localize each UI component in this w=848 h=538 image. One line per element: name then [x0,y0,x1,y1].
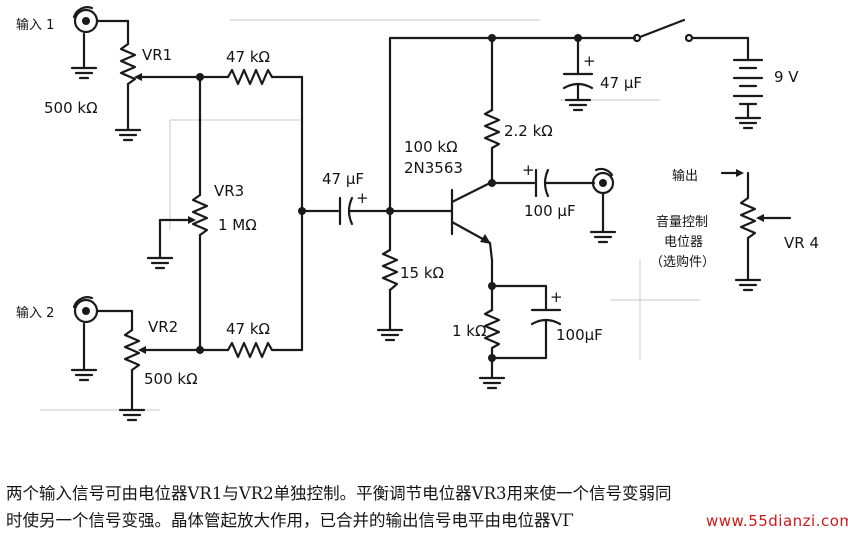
vr2-potentiometer [118,309,202,422]
label-vr1-value: 500 kΩ [44,99,98,117]
input-2-jack [70,296,134,382]
label-output: 输出 [672,168,698,184]
caption-line-1: 两个输入信号可由电位器VR1与VR2单独控制。平衡调节电位器VR3用来使一个信号… [6,484,672,503]
label-r-bottom: 47 kΩ [226,320,270,338]
input-1-jack [70,6,130,80]
label-input-1: 输入 1 [16,17,54,33]
label-c-emitter: 100μF [556,326,603,344]
resistor-47k-bottom [198,341,304,359]
label-r-emitter: 1 kΩ [452,322,486,340]
label-c-in: 47 μF [322,170,364,188]
vr1-potentiometer [114,19,202,142]
supply-rail [388,18,750,62]
output-jack [589,167,617,244]
resistor-collector [483,36,501,187]
label-vr3: VR3 [214,182,244,200]
label-c-supply: 47 μF [600,74,642,92]
label-volume-3: （选购件） [650,254,715,270]
capacitor-supply [562,36,594,112]
label-r-bias-bottom: 15 kΩ [400,264,444,282]
label-battery: 9 V [774,68,799,86]
label-vr2-value: 500 kΩ [144,370,198,388]
label-volume-1: 音量控制 [656,214,708,230]
vr4-potentiometer [720,169,792,292]
label-c-in-plus: + [356,189,369,207]
label-vr1: VR1 [142,46,172,64]
battery-9v [732,58,764,130]
label-r-collector: 2.2 kΩ [504,122,553,140]
labels: 输入 1 VR1 500 kΩ 47 kΩ VR3 1 MΩ 输入 2 VR2 … [16,17,819,388]
label-r-bias-top: 100 kΩ [404,138,458,156]
label-transistor: 2N3563 [404,159,463,177]
label-vr3-value: 1 MΩ [218,216,257,234]
label-volume-2: 电位器 [664,235,703,250]
label-r-top: 47 kΩ [226,48,270,66]
vr3-potentiometer [146,73,209,354]
resistor-47k-top [198,68,304,352]
label-c-out: 100 μF [524,202,576,220]
emitter-network [478,258,562,390]
caption-line-2: 时使另一个信号变强。晶体管起放大作用，已合并的输出信号电平由电位器VΓ [6,511,574,530]
figure-caption: 两个输入信号可由电位器VR1与VR2单独控制。平衡调节电位器VR3用来使一个信号… [6,480,846,534]
label-c-out-plus: + [522,161,535,179]
label-vr4: VR 4 [784,234,819,252]
transistor-2n3563 [388,181,494,262]
capacitor-input [300,196,392,226]
label-c-emitter-plus: + [550,288,563,306]
watermark: www.55dianzi.com [706,512,848,530]
bias-network [376,36,404,342]
label-c-supply-plus: + [583,52,596,70]
label-input-2: 输入 2 [16,305,54,321]
capacitor-output [490,168,596,198]
label-vr2: VR2 [148,318,178,336]
